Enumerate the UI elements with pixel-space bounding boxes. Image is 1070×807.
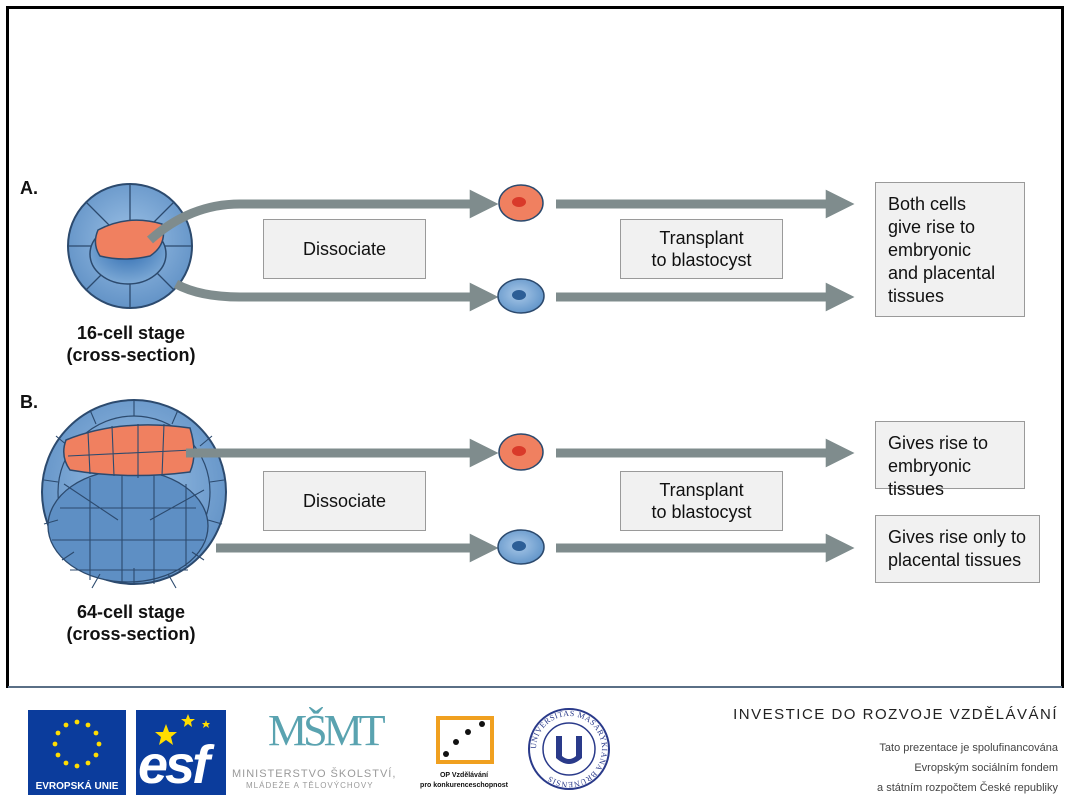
slide-frame-top	[8, 6, 1062, 9]
op-logo-icon	[436, 716, 494, 764]
panel-a-result-line: embryonic	[888, 240, 972, 260]
eu-caption: EVROPSKÁ UNIE	[28, 778, 126, 795]
esf-stars-icon	[155, 714, 210, 745]
panel-b-stage-line2: (cross-section)	[66, 624, 196, 644]
panel-b-result-bottom-line: placental tissues	[888, 550, 1022, 570]
embryo-16-cell	[67, 183, 193, 309]
panel-a-result-line: and placental	[888, 263, 996, 283]
muni-mark: M	[562, 744, 575, 759]
panel-a-result-line: Both cells	[888, 194, 967, 214]
footer-note-line2: Evropským sociálním fondem	[914, 762, 1058, 774]
slide-frame-left	[6, 6, 9, 688]
panel-a-result-line: give rise to	[888, 217, 976, 237]
panel-b-transplant-line1: Transplant	[659, 480, 744, 500]
panel-b-stage-line1: 64-cell stage	[76, 602, 186, 622]
panel-a-result-line: tissues	[888, 286, 945, 306]
footer-divider	[8, 686, 1062, 688]
eu-flag-logo	[28, 710, 126, 778]
investice-heading: INVESTICE DO ROZVOJE VZDĚLÁVÁNÍ	[733, 706, 1058, 723]
panel-a-red-cell	[498, 184, 544, 222]
panel-a-result-box: Both cells give rise to embryonic and pl…	[875, 182, 1025, 317]
panel-a-stage-caption: 16-cell stage (cross-section)	[26, 322, 236, 366]
panel-a-transplant-line2: to blastocyst	[651, 250, 752, 270]
panel-b-arrows	[186, 438, 855, 563]
footer-note-line3: a státním rozpočtem České republiky	[877, 782, 1058, 794]
panel-b-transplant-box: Transplant to blastocyst	[620, 471, 783, 531]
eu-stars-icon	[52, 719, 102, 769]
msmt-caption-line1: MINISTERSTVO ŠKOLSTVÍ,	[232, 768, 397, 780]
op-caption-line1: OP Vzdělávání	[439, 772, 489, 779]
footer-note-line1: Tato prezentace je spolufinancována	[879, 742, 1058, 754]
panel-b-transplant-line2: to blastocyst	[651, 502, 752, 522]
panel-b-stage-caption: 64-cell stage (cross-section)	[26, 601, 236, 645]
panel-a-stage-line2: (cross-section)	[66, 345, 196, 365]
panel-a-transplant-box: Transplant to blastocyst	[620, 219, 783, 279]
panel-b-blue-cell	[497, 529, 545, 565]
panel-b-result-bottom-line: Gives rise only to	[888, 527, 1027, 547]
embryo-64-cell	[41, 399, 227, 589]
panel-b-dissociate-box: Dissociate	[263, 471, 426, 531]
panel-b-result-top-line: embryonic tissues	[888, 456, 972, 499]
slide-frame-right	[1061, 6, 1064, 688]
panel-b-result-top-line: Gives rise to	[888, 433, 989, 453]
panel-a-stage-line1: 16-cell stage	[76, 323, 186, 343]
panel-a-arrows	[146, 189, 855, 312]
panel-b-red-cell	[498, 433, 544, 471]
panel-a-dissociate-box: Dissociate	[263, 219, 426, 279]
muni-seal-logo: UNIVERSITAS MASARYKIANA BRUNENSIS M	[528, 708, 610, 790]
panel-b-result-top-box: Gives rise to embryonic tissues	[875, 421, 1025, 499]
panel-a-transplant-line1: Transplant	[659, 228, 744, 248]
msmt-caption-line2: MLÁDEŽE A TĚLOVÝCHOVY	[246, 781, 374, 790]
msmt-logo: MŠMT	[268, 706, 386, 755]
diagram-graphics	[41, 183, 855, 589]
op-caption-line2: pro konkurenceschopnost	[420, 782, 508, 789]
panel-b-result-bottom-box: Gives rise only to placental tissues	[875, 515, 1040, 583]
panel-b-label: B.	[20, 392, 38, 412]
panel-a-blue-cell	[497, 278, 545, 314]
esf-wordmark: esf	[138, 735, 210, 795]
panel-a-label: A.	[20, 178, 38, 198]
esf-logo: esf	[136, 710, 226, 795]
